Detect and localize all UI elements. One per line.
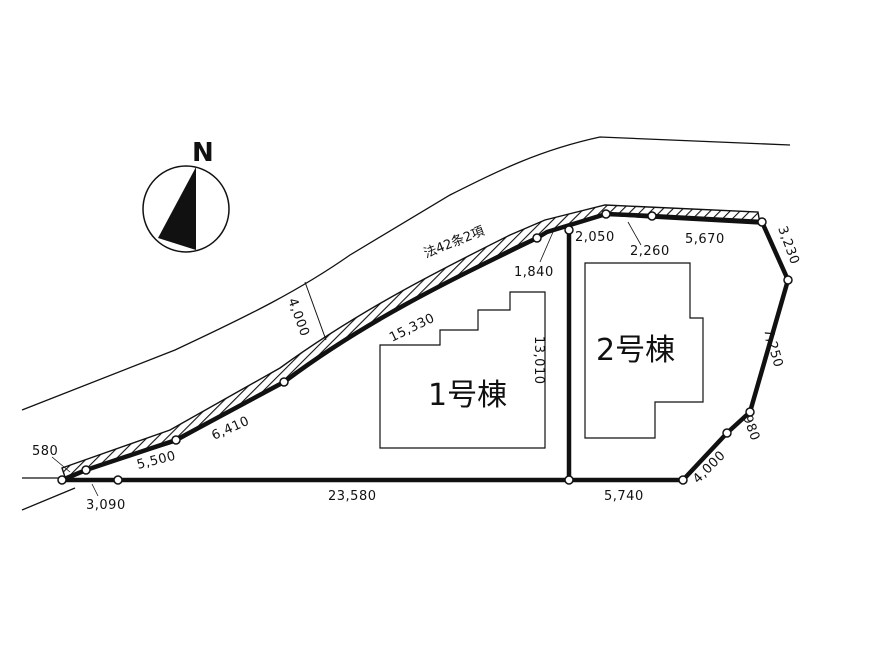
building-1-label: 1号棟 [428, 378, 507, 413]
survey-point [647, 211, 657, 221]
survey-point [564, 225, 574, 235]
building-2-label: 2号棟 [596, 333, 675, 368]
dimension-label: 2,050 [575, 230, 615, 245]
dimension-label: 13,010 [531, 336, 546, 385]
road-edge-lower [21, 487, 76, 511]
north-label: N [192, 138, 214, 168]
survey-point [601, 209, 611, 219]
building-1-outline [379, 291, 546, 449]
dimension-label: 1,840 [514, 265, 554, 280]
survey-point [783, 275, 793, 285]
road-edge-upper [21, 136, 791, 411]
dimension-label: 2,260 [630, 244, 670, 259]
dimension-label: 980 [739, 413, 762, 443]
road-width-line [304, 281, 327, 341]
dimension-label: 15,330 [387, 311, 437, 346]
leader-line [91, 483, 99, 497]
survey-point [745, 407, 755, 417]
survey-point [722, 428, 732, 438]
dimension-label: 3,090 [86, 498, 126, 513]
survey-point [532, 233, 542, 243]
north-arrow: N [142, 138, 230, 253]
north-arrow-needle [158, 167, 196, 250]
survey-point [564, 475, 574, 485]
leader-line [539, 231, 554, 263]
dimension-label: 580 [32, 444, 58, 459]
survey-point [279, 377, 289, 387]
survey-point [113, 475, 123, 485]
survey-point [57, 475, 67, 485]
survey-point [757, 217, 767, 227]
leader-line [51, 456, 71, 473]
survey-point [171, 435, 181, 445]
dimension-label: 5,670 [685, 232, 725, 247]
leader-line [627, 221, 642, 246]
dimension-label: 23,580 [328, 489, 377, 504]
road-width-label: 4,000 [284, 296, 312, 338]
survey-point [81, 465, 91, 475]
survey-points [57, 209, 793, 485]
building-2-outline [584, 262, 704, 439]
dimension-label: 5,740 [604, 489, 644, 504]
survey-point [678, 475, 688, 485]
lot-boundary [59, 211, 791, 483]
